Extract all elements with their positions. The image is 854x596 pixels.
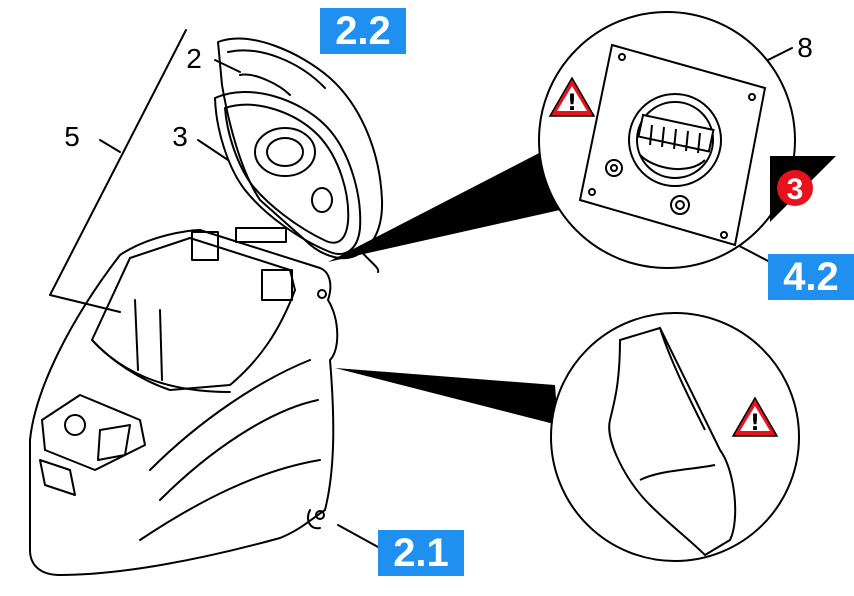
- callout-2: 2: [186, 43, 202, 74]
- lid-inner: [214, 90, 362, 255]
- callout-3: 3: [172, 121, 188, 152]
- warning-mark-bottom: !: [750, 411, 760, 436]
- base-body: [29, 229, 339, 576]
- warning-triangle-icon: !: [731, 396, 779, 437]
- callout-5: 5: [64, 121, 80, 152]
- detail-circle-top: !: [538, 11, 796, 269]
- leader-3: [197, 139, 229, 161]
- step-number: 3: [787, 173, 804, 206]
- step-number-icon: 3: [770, 156, 836, 222]
- badge-2-1: 2.1: [378, 530, 464, 576]
- leader-21: [337, 524, 379, 548]
- bracket-lines: [49, 29, 187, 313]
- callout-8: 8: [797, 32, 813, 63]
- badge-4-2: 4.2: [768, 254, 854, 300]
- warning-mark-top: !: [567, 91, 577, 116]
- lid-outer: [217, 37, 384, 260]
- warning-triangle-icon: !: [548, 76, 596, 117]
- badge-2-2: 2.2: [320, 8, 406, 54]
- leader-2: [214, 59, 241, 73]
- detail-circle-bottom: !: [550, 312, 800, 562]
- projection-beam-bottom: [335, 368, 558, 425]
- projection-beam-top: [328, 150, 560, 262]
